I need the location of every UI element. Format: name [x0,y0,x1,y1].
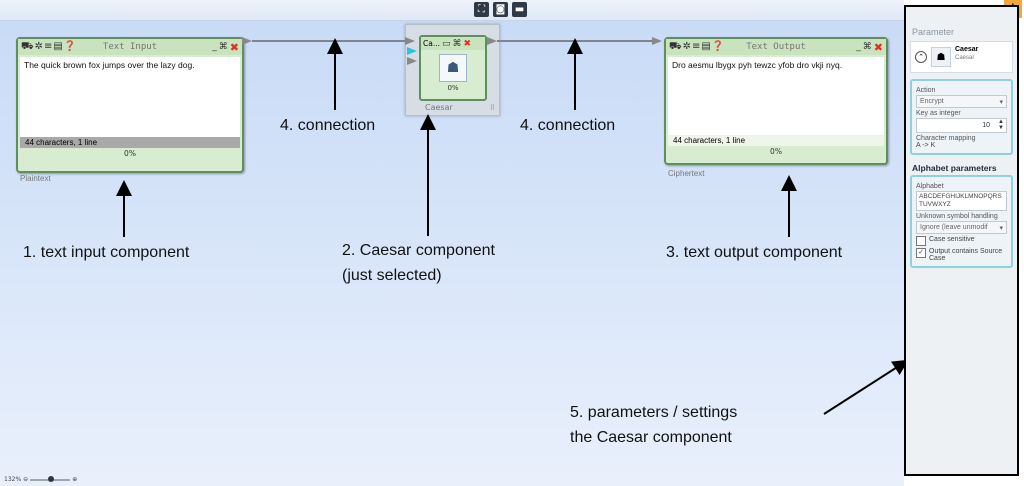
key-stepper[interactable]: 10 ▲▼ [916,118,1007,133]
arrow-parameters [823,359,904,415]
maximize-icon[interactable]: ⌘ [862,42,872,52]
text-input-component[interactable]: ⛟ ✲ ≡ ▤ ❓ Text Input _ ⌘ ✖ The quick bro… [16,37,244,173]
text-input-caption: Plaintext [20,174,51,183]
key-value: 10 [982,122,990,129]
menu-icon[interactable]: ≡ [691,41,701,52]
output-case-checkbox[interactable]: ✓ [916,248,926,258]
annotation-connection-right: 4. connection [520,117,616,134]
text-input-progress: 0% [124,149,136,158]
text-input-status: 44 characters, 1 line [20,137,240,148]
caesar-component[interactable]: Ca... ▭ ⌘ ✖ ☗ 0% [419,35,487,101]
fit-icon[interactable]: ⛶ [474,2,489,17]
alphabet-label: Alphabet [916,183,944,190]
panel-title: Parameter [912,27,955,37]
caesar-selection-frame[interactable]: Ca... ▭ ⌘ ✖ ☗ 0% Caesar ⠿ [405,24,500,116]
annotation-params-line2: the Caesar component [570,429,732,446]
alphabet-input[interactable]: ABCDEFGHIJKLMNOPQRSTUVWXYZ [916,191,1007,211]
zoom-control[interactable]: 132% ⊖ ⊕ [4,475,78,483]
car-icon[interactable]: ⛟ [21,41,34,52]
connections-overlay [116,37,904,415]
text-input-area[interactable]: The quick brown fox jumps over the lazy … [20,57,240,137]
resize-grip-icon[interactable]: ⠿ [489,104,495,112]
caesar-progress: 0% [447,84,459,92]
connection-input-to-caesar[interactable] [242,37,415,45]
chevron-down-icon: ▾ [999,224,1003,232]
panel-component-card: ⌃ ☗ Caesar Caesar [910,41,1013,73]
panel-component-name: Caesar [955,46,979,53]
maximize-icon[interactable]: ⌘ [218,42,228,52]
workspace-toolbar: ⛶ ◙ ▬ [0,0,904,21]
caesar-minimize-icon[interactable]: ▭ [442,38,451,49]
annotation-params-line1: 5. parameters / settings [570,404,738,421]
menu-icon[interactable]: ≡ [43,41,53,52]
alphabet-section-title: Alphabet parameters [912,163,997,173]
text-output-caption: Ciphertext [668,169,705,178]
camera-icon[interactable]: ◙ [493,2,508,17]
parameters-panel: Parameter ⌃ ☗ Caesar Caesar Action Encry… [904,5,1019,476]
output-case-row[interactable]: ✓ Output contains Source Case [916,248,1007,262]
caesar-bust-icon: ☗ [931,47,951,67]
collapse-chevron-icon[interactable]: ⌃ [915,51,927,63]
minimize-icon[interactable]: _ [856,42,861,52]
caesar-close-icon[interactable]: ✖ [463,38,472,49]
annotation-caesar-line2: (just selected) [342,267,442,284]
alphabet-group: Alphabet ABCDEFGHIJKLMNOPQRSTUVWXYZ Unkn… [910,175,1013,268]
help-icon[interactable]: ❓ [63,41,77,52]
case-sensitive-checkbox[interactable] [916,236,926,246]
minimize-icon[interactable]: _ [212,42,217,52]
mapping-value: A -> K [916,142,936,149]
case-sensitive-row[interactable]: Case sensitive [916,236,1007,246]
text-output-area[interactable]: Dro aesmu lbygx pyh tewzc yfob dro vkji … [668,57,884,135]
key-label: Key as integer [916,110,961,117]
workspace-canvas[interactable]: ⛶ ◙ ▬ ⛟ ✲ ≡ ▤ ❓ Text Input _ ⌘ ✖ The qui… [0,0,904,486]
annotation-text-input: 1. text input component [23,244,190,261]
comment-icon[interactable]: ▬ [512,2,527,17]
unknown-label: Unknown symbol handling [916,213,998,220]
zoom-in-icon[interactable]: ⊕ [72,476,78,483]
help-icon[interactable]: ❓ [711,41,725,52]
zoom-label: 132% [4,476,22,483]
zoom-slider[interactable] [30,475,71,482]
spin-arrows-icon[interactable]: ▲▼ [998,119,1004,131]
gear-icon[interactable]: ✲ [34,41,43,52]
caesar-input-port-cyan[interactable] [407,47,417,55]
zoom-out-icon[interactable]: ⊖ [23,476,29,483]
annotation-connection-left: 4. connection [280,117,376,134]
document-icon[interactable]: ▤ [701,41,711,52]
case-sensitive-label: Case sensitive [929,236,975,243]
caesar-input-port-gray[interactable] [407,57,417,65]
text-output-progress: 0% [770,147,782,156]
text-output-status: 44 characters, 1 line [668,135,884,146]
unknown-value: Ignore (leave unmodif [920,224,988,231]
car-icon[interactable]: ⛟ [669,41,682,52]
caesar-maximize-icon[interactable]: ⌘ [452,38,462,49]
text-output-component[interactable]: ⛟ ✲ ≡ ▤ ❓ Text Output _ ⌘ ✖ Dro aesmu lb… [664,37,888,165]
caesar-caption: Caesar [425,103,453,112]
output-case-label: Output contains Source Case [929,248,1003,262]
panel-component-sub: Caesar [955,55,975,61]
caesar-bust-icon: ☗ [439,54,467,82]
caesar-title: Ca... [423,39,440,48]
action-label: Action [916,87,936,94]
unknown-select[interactable]: Ignore (leave unmodif ▾ [916,221,1007,234]
annotation-text-output: 3. text output component [666,244,843,261]
caesar-header[interactable]: Ca... ▭ ⌘ ✖ [421,37,485,50]
annotation-caesar-line1: 2. Caesar component [342,242,495,259]
gear-icon[interactable]: ✲ [682,41,691,52]
settings-group: Action Encrypt ▾ Key as integer 10 ▲▼ Ch… [910,79,1013,155]
chevron-down-icon: ▾ [999,98,1003,106]
connection-caesar-to-output[interactable] [487,37,662,45]
mapping-label: Character mapping [916,135,976,142]
action-value: Encrypt [920,98,944,105]
close-icon[interactable]: ✖ [229,40,239,54]
action-select[interactable]: Encrypt ▾ [916,95,1007,108]
zoom-knob[interactable] [48,475,55,482]
document-icon[interactable]: ▤ [53,41,63,52]
close-icon[interactable]: ✖ [873,40,883,54]
